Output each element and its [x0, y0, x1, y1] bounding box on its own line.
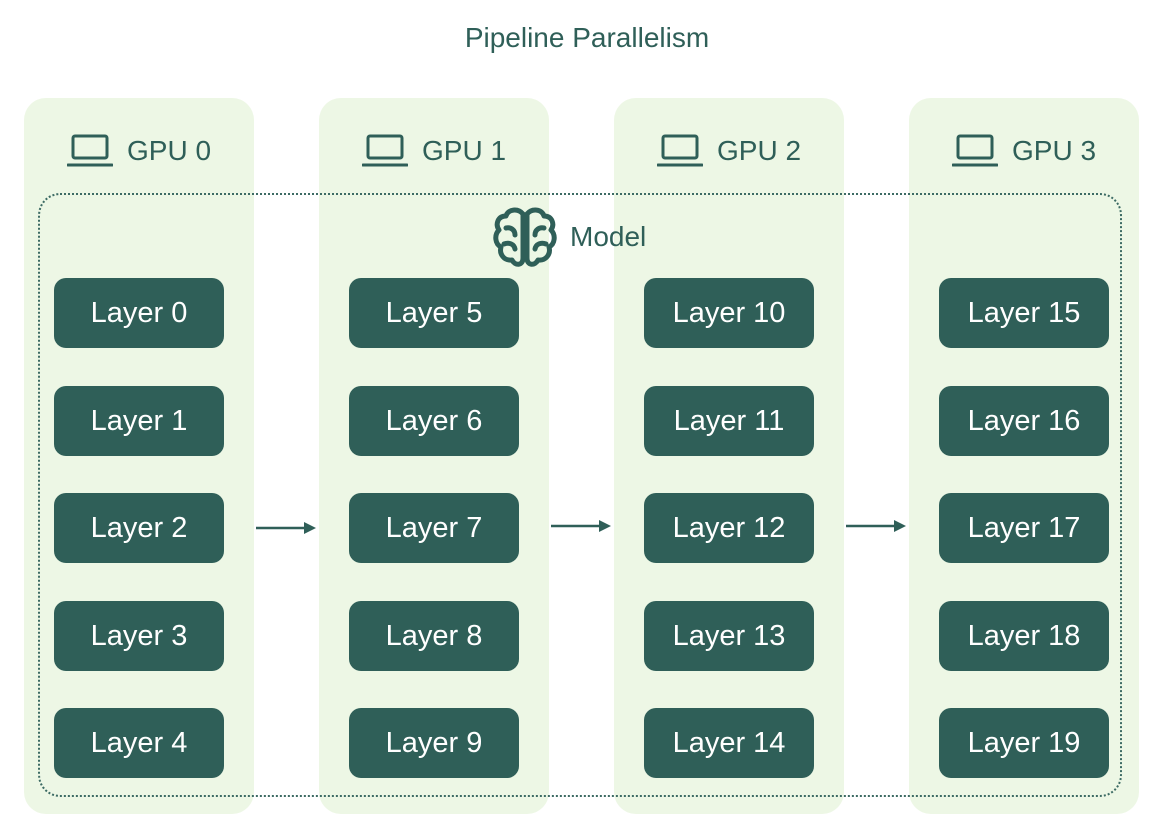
layer-block: Layer 12	[644, 493, 814, 563]
layer-block: Layer 15	[939, 278, 1109, 348]
layer-block: Layer 1	[54, 386, 224, 456]
brain-icon	[492, 206, 558, 268]
model-label: Model	[570, 221, 647, 252]
layer-block: Layer 19	[939, 708, 1109, 778]
layer-block: Layer 7	[349, 493, 519, 563]
diagram-title: Pipeline Parallelism	[464, 22, 710, 53]
layer-block: Layer 14	[644, 708, 814, 778]
laptop-icon	[66, 134, 113, 168]
layer-block: Layer 16	[939, 386, 1109, 456]
layer-block: Layer 2	[54, 493, 224, 563]
gpu-column-0: GPU 0	[24, 98, 254, 814]
layer-block: Layer 0	[54, 278, 224, 348]
layer-block: Layer 10	[644, 278, 814, 348]
layer-block: Layer 9	[349, 708, 519, 778]
gpu-header-0: GPU 0	[24, 134, 254, 168]
gpu-label: GPU 3	[1011, 135, 1097, 166]
model-boundary	[38, 193, 1122, 797]
arrow-right-icon	[846, 520, 906, 532]
model-label-group: Model	[492, 206, 646, 268]
layer-block: Layer 11	[644, 386, 814, 456]
layer-block: Layer 6	[349, 386, 519, 456]
gpu-header-1: GPU 1	[319, 134, 549, 168]
layer-block: Layer 17	[939, 493, 1109, 563]
gpu-header-3: GPU 3	[909, 134, 1139, 168]
layer-block: Layer 18	[939, 601, 1109, 671]
gpu-column-2: GPU 2	[614, 98, 844, 814]
gpu-column-3: GPU 3	[909, 98, 1139, 814]
gpu-label: GPU 1	[421, 135, 507, 166]
layer-block: Layer 8	[349, 601, 519, 671]
gpu-label: GPU 0	[126, 135, 212, 166]
arrow-right-icon	[551, 520, 611, 532]
layer-block: Layer 3	[54, 601, 224, 671]
gpu-column-1: GPU 1	[319, 98, 549, 814]
laptop-icon	[951, 134, 998, 168]
gpu-label: GPU 2	[716, 135, 802, 166]
gpu-header-2: GPU 2	[614, 134, 844, 168]
layer-block: Layer 5	[349, 278, 519, 348]
layer-block: Layer 13	[644, 601, 814, 671]
laptop-icon	[656, 134, 703, 168]
arrow-right-icon	[256, 522, 316, 534]
laptop-icon	[361, 134, 408, 168]
layer-block: Layer 4	[54, 708, 224, 778]
